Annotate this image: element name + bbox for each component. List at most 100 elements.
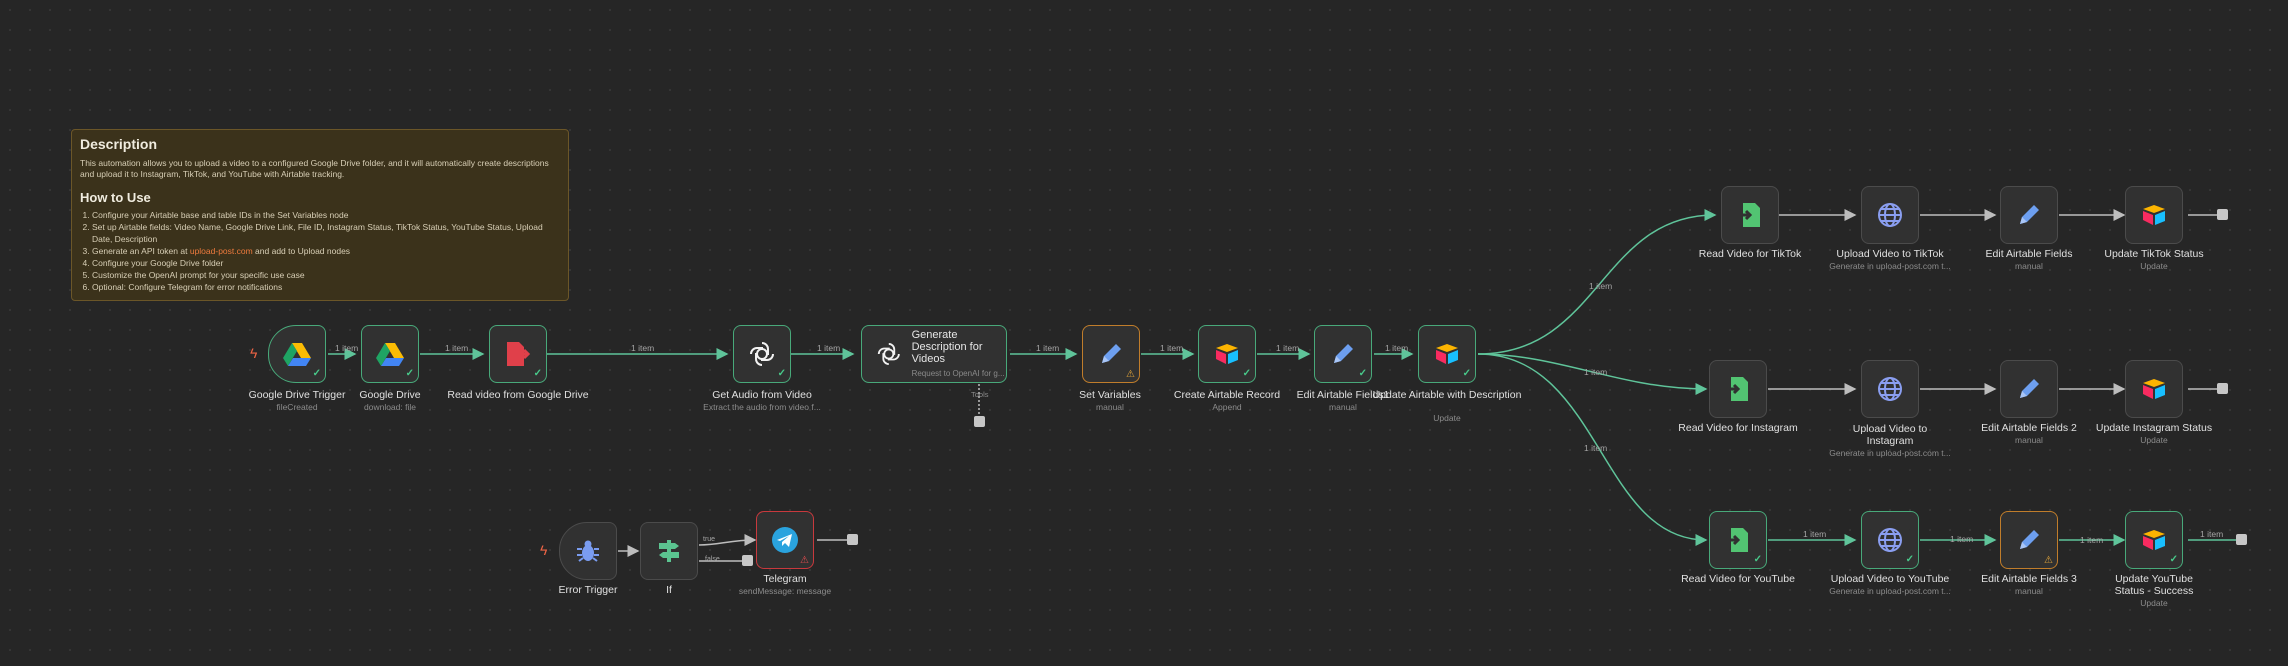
airtable-icon [1436,344,1458,364]
node-update-youtube-status[interactable]: ✓ [2125,511,2183,569]
file-import-icon [1738,203,1760,227]
airtable-icon [2143,205,2165,225]
node-upload-video-instagram[interactable] [1861,360,1919,418]
node-generate-description[interactable]: Generate Description for Videos Request … [861,325,1007,383]
add-node-handle[interactable] [847,534,858,545]
description-sticky-note[interactable]: Description This automation allows you t… [71,129,569,301]
edge-label: 1 item [1036,343,1060,353]
node-update-airtable-description[interactable]: ✓ [1418,325,1476,383]
node-set-variables[interactable]: ⚠ [1082,325,1140,383]
check-icon: ✓ [312,368,321,379]
node-update-instagram-status[interactable] [2125,360,2183,418]
warning-icon: ⚠ [1126,369,1135,380]
node-update-tiktok-status[interactable] [2125,186,2183,244]
label-update-youtube-status: Update YouTube Status - Success [2114,573,2194,597]
add-node-handle[interactable] [2217,209,2228,220]
edge-label: 1 item [1950,534,1974,544]
tools-label: Tools [971,390,989,399]
pencil-icon [2020,530,2039,549]
edge-label: 1 item [817,343,841,353]
label-telegram: Telegram [763,573,807,585]
label-update-airtable-description: Update Airtable with Description [1372,389,1522,401]
label-edit-airtable-fields: Edit Airtable Fields [1985,248,2073,260]
pencil-icon [1334,344,1353,363]
edge-update-tiktok [1477,209,1717,355]
step-6: Optional: Configure Telegram for error n… [92,281,560,293]
node-upload-video-youtube[interactable]: ✓ [1861,511,1919,569]
edge-label: 1 item [1589,281,1613,291]
sub-update-youtube-status: Update [2140,598,2168,608]
label-google-drive: Google Drive [359,389,421,401]
globe-icon [1878,377,1902,401]
add-node-handle[interactable] [2217,383,2228,394]
pencil-icon [2020,205,2039,224]
edge-label: 1 item [445,343,469,353]
google-drive-icon [376,343,404,366]
label-edit-airtable-fields1: Edit Airtable Fields1 [1296,389,1390,401]
check-icon: ✓ [405,368,414,379]
sub-get-audio: Extract the audio from video f... [703,402,821,412]
telegram-icon [772,527,798,553]
label-upload-video-youtube: Upload Video to YouTube [1830,573,1950,585]
sub-telegram: sendMessage: message [738,586,832,596]
sub-upload-video-instagram: Generate in upload-post.com t... [1829,448,1951,458]
check-icon: ✓ [2169,554,2178,565]
file-import-icon [1726,528,1748,552]
step-2: Set up Airtable fields: Video Name, Goog… [92,221,560,245]
node-google-drive[interactable]: ✓ [361,325,419,383]
sticky-description: This automation allows you to upload a v… [80,158,549,179]
tools-connector-handle[interactable] [974,416,985,427]
pencil-icon [2020,379,2039,398]
file-import-icon [1726,377,1748,401]
step-1: Configure your Airtable base and table I… [92,209,560,221]
sub-upload-video-youtube: Generate in upload-post.com t... [1829,586,1951,596]
label-set-variables: Set Variables [1079,389,1141,401]
label-edit-airtable-fields-2: Edit Airtable Fields 2 [1981,422,2077,434]
edge-label: 1 item [1803,529,1827,539]
sub-upload-video-tiktok: Generate in upload-post.com t... [1829,261,1951,271]
edge-if-true [698,534,757,547]
google-drive-icon [283,343,311,366]
check-icon: ✓ [1358,368,1367,379]
label-read-video-youtube: Read Video for YouTube [1681,573,1795,585]
airtable-icon [1216,344,1238,364]
if-signpost-icon [659,540,679,562]
node-get-audio[interactable]: ✓ [733,325,791,383]
node-google-drive-trigger[interactable]: ✓ [268,325,326,383]
airtable-icon [2143,379,2165,399]
label-get-audio: Get Audio from Video [712,389,812,401]
sub-update-airtable-description: Update [1433,413,1461,423]
node-error-trigger[interactable] [559,522,617,580]
globe-icon [1878,528,1902,552]
node-upload-video-tiktok[interactable] [1861,186,1919,244]
check-icon: ✓ [1753,554,1762,565]
node-read-video-instagram[interactable] [1709,360,1767,418]
node-create-airtable-record[interactable]: ✓ [1198,325,1256,383]
node-edit-airtable-fields1[interactable]: ✓ [1314,325,1372,383]
node-read-video-gdrive[interactable]: ✓ [489,325,547,383]
node-edit-airtable-fields-2[interactable] [2000,360,2058,418]
add-node-handle[interactable] [742,555,753,566]
edge-label-false: false [705,556,720,563]
label-read-video-tiktok: Read Video for TikTok [1698,248,1802,260]
globe-icon [1878,203,1902,227]
check-icon: ✓ [777,368,786,379]
node-telegram[interactable]: ⚠ [756,511,814,569]
node-edit-airtable-fields[interactable] [2000,186,2058,244]
check-icon: ✓ [1462,368,1471,379]
pencil-icon [1102,344,1121,363]
edge-label: 1 item [2200,529,2224,539]
node-read-video-youtube[interactable]: ✓ [1709,511,1767,569]
upload-post-link[interactable]: upload-post.com [189,246,253,256]
step-3: Generate an API token at upload-post.com… [92,245,560,257]
label-read-video-instagram: Read Video for Instagram [1678,422,1798,434]
label-update-tiktok-status: Update TikTok Status [2104,248,2204,260]
sub-google-drive: download: file [364,402,416,412]
check-icon: ✓ [1242,368,1251,379]
add-node-handle[interactable] [2236,534,2247,545]
node-if[interactable] [640,522,698,580]
label-upload-video-instagram: Upload Video to Instagram [1852,423,1928,447]
node-read-video-tiktok[interactable] [1721,186,1779,244]
node-edit-airtable-fields-3[interactable]: ⚠ [2000,511,2058,569]
